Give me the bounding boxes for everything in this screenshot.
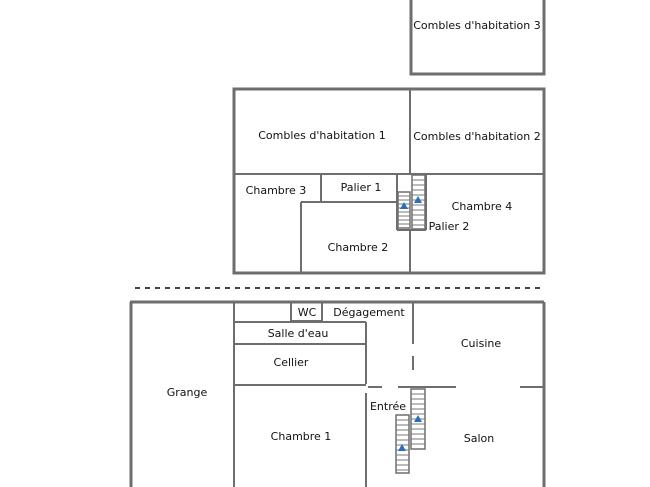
stair-up-arrow-icon xyxy=(414,415,422,422)
stair-up-arrow-icon xyxy=(398,444,406,451)
room-label-wc: WC xyxy=(298,306,317,319)
room-label-cellier: Cellier xyxy=(274,356,309,369)
room-label-salle-eau: Salle d'eau xyxy=(268,327,329,340)
ground-floor: WC Dégagement Salle d'eau Cuisine Cellie… xyxy=(129,300,546,487)
upper-floor: Combles d'habitation 1 Combles d'habitat… xyxy=(232,87,546,275)
upper-outer-walls xyxy=(232,87,546,275)
room-label-degagement: Dégagement xyxy=(333,306,405,319)
attic-walls xyxy=(409,0,546,76)
stair-frame xyxy=(395,414,410,474)
room-label-entree: Entrée xyxy=(370,400,406,413)
staircase-ground-left xyxy=(395,414,410,474)
stair-frame xyxy=(397,191,411,229)
room-label-chambre-4: Chambre 4 xyxy=(452,200,513,213)
room-label-chambre-2: Chambre 2 xyxy=(328,241,389,254)
room-label-palier-1: Palier 1 xyxy=(341,181,382,194)
room-label-palier-2: Palier 2 xyxy=(429,220,470,233)
staircase-upper-left xyxy=(397,191,411,229)
room-label-chambre-3: Chambre 3 xyxy=(246,184,307,197)
staircase-ground-right xyxy=(410,388,426,450)
attic-floor: Combles d'habitation 3 xyxy=(409,0,546,76)
room-label-cuisine: Cuisine xyxy=(461,337,501,350)
staircase-upper-right xyxy=(411,174,426,230)
room-label-combles-1: Combles d'habitation 1 xyxy=(258,129,386,142)
room-label-combles-2: Combles d'habitation 2 xyxy=(413,130,541,143)
stair-up-arrow-icon xyxy=(414,196,422,203)
room-label-salon: Salon xyxy=(464,432,495,445)
room-label-grange: Grange xyxy=(167,386,208,399)
stair-up-arrow-icon xyxy=(400,202,408,209)
room-label-combles-3: Combles d'habitation 3 xyxy=(413,19,541,32)
room-label-chambre-1: Chambre 1 xyxy=(271,430,332,443)
